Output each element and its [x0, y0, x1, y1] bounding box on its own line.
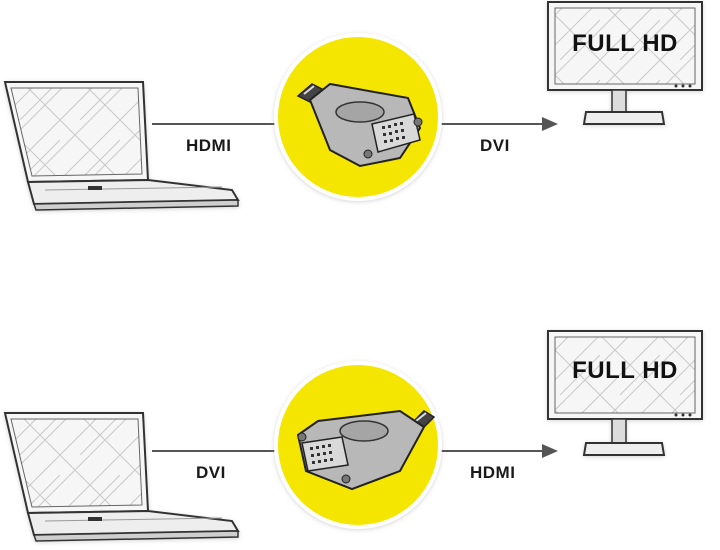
laptop-icon [3, 81, 240, 211]
monitor-screen-text: FULL HD [572, 357, 678, 384]
dvi-to-hdmi-adapter-icon [296, 409, 436, 491]
monitor-icon [547, 330, 703, 456]
input-label: HDMI [186, 136, 232, 155]
top-diagram-graphic [3, 1, 703, 211]
monitor-icon [547, 1, 703, 125]
arrow-head-icon [542, 444, 558, 458]
output-label: DVI [480, 136, 510, 155]
laptop-icon [3, 412, 240, 542]
arrow-head-icon [542, 117, 558, 131]
bottom-diagram-graphic [3, 330, 703, 542]
hdmi-to-dvi-adapter-icon [296, 82, 423, 168]
monitor-screen-text: FULL HD [572, 30, 678, 57]
bottom-connection-diagram: FULL HD DVI HDMI [0, 275, 720, 550]
input-label: DVI [196, 463, 226, 482]
output-label: HDMI [470, 463, 516, 482]
top-connection-diagram: FULL HD HDMI DVI [3, 1, 703, 211]
